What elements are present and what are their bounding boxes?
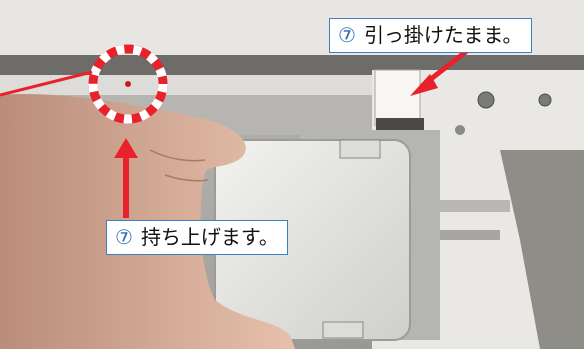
screw-1: [477, 91, 495, 109]
pipe-rails-2: [440, 230, 500, 240]
bracket-cutout: [500, 150, 584, 349]
bracket-clip: [376, 118, 424, 130]
pipe-rails: [440, 200, 510, 212]
highlight-circle-dash: [88, 44, 168, 124]
arrow-diag-head: [410, 74, 438, 96]
highlight-center-dot: [125, 81, 131, 87]
finger-lines: [149, 149, 209, 182]
arrow-up-head: [114, 138, 138, 158]
step-number-bottom: ⑦: [115, 225, 133, 249]
box-latch-top: [339, 139, 381, 159]
screw-2: [538, 93, 552, 107]
screw-3: [455, 125, 465, 135]
callout-lift-up: ⑦ 持ち上げます。: [106, 220, 288, 255]
callout-keep-hooked: ⑦ 引っ掛けたまま。: [329, 18, 532, 53]
callout-text-top: 引っ掛けたまま。: [363, 23, 523, 47]
pointer-line-left: [0, 70, 93, 97]
box-latch-bottom: [322, 321, 364, 339]
callout-text-bottom: 持ち上げます。: [140, 225, 279, 249]
step-number-top: ⑦: [338, 23, 356, 47]
bracket-tab: [374, 69, 421, 126]
